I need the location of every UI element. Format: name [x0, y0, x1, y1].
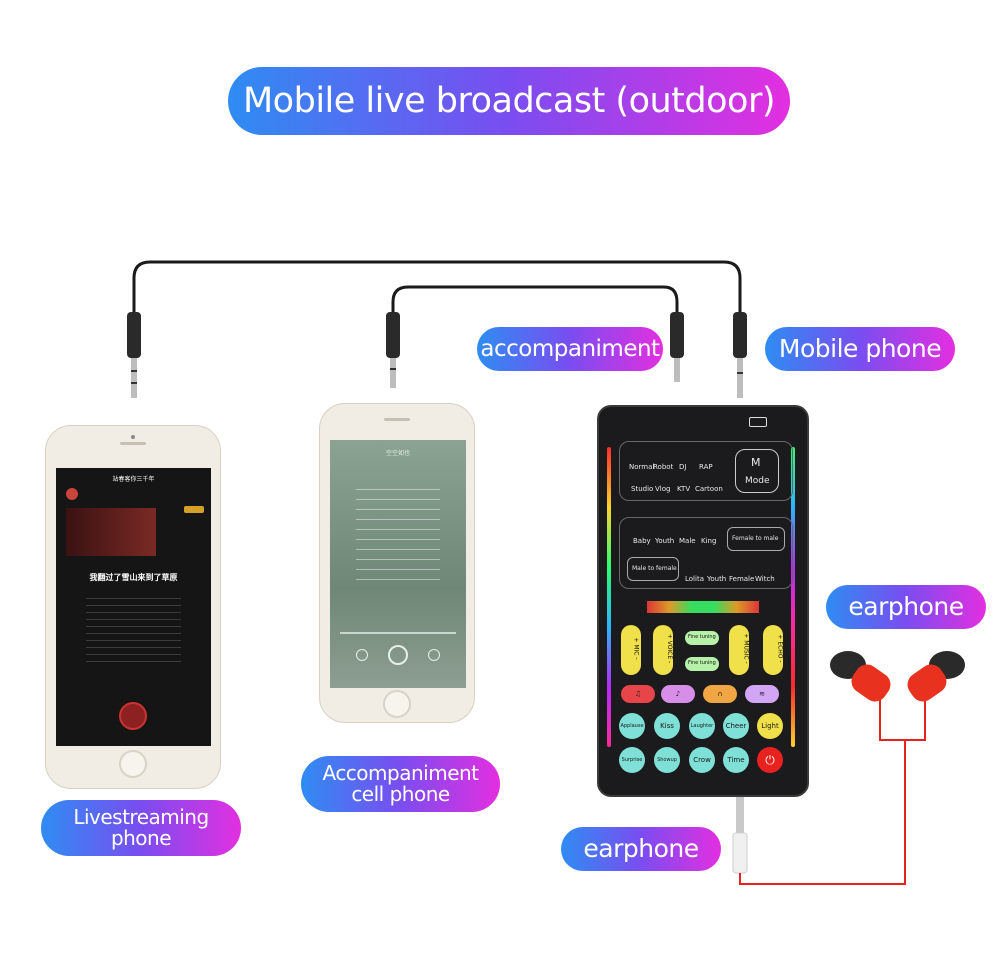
video-thumbnail: [66, 508, 156, 556]
level-meter: [647, 601, 759, 613]
record-button[interactable]: [119, 702, 147, 730]
cable-live-to-mixer: [132, 260, 742, 318]
voice-witch[interactable]: Witch: [755, 575, 775, 583]
page-title: Mobile live broadcast (outdoor): [228, 67, 790, 135]
sound-crow[interactable]: Crow: [689, 747, 715, 773]
fine-tuning-button-2[interactable]: Fine tuning: [685, 657, 719, 671]
power-icon[interactable]: ⏻: [757, 747, 783, 773]
monitor-button[interactable]: ∩: [703, 685, 737, 703]
knob-echo-label: + ECHO -: [776, 634, 784, 663]
effect-rap[interactable]: RAP: [699, 463, 713, 471]
voice-lolita[interactable]: Lolita: [685, 575, 704, 583]
effect-robot[interactable]: Robot: [653, 463, 674, 471]
livestreaming-phone: 站春客你三千年 我翻过了雪山来到了草原: [45, 425, 221, 789]
accompaniment-phone: 空空如也: [319, 403, 475, 723]
home-button[interactable]: [119, 750, 147, 778]
sound-time[interactable]: Time: [723, 747, 749, 773]
effect-studio[interactable]: Studio: [631, 485, 654, 493]
earbud-left: [830, 651, 891, 702]
jack-acc-phone: [386, 312, 400, 388]
sound-applause[interactable]: Applause: [619, 713, 645, 739]
music-note-button[interactable]: ♫: [621, 685, 655, 703]
led-strip-right: [791, 447, 795, 747]
knob-mic-label: + MIC -: [632, 637, 640, 660]
jack-mobile-mixer: [733, 312, 747, 398]
avatar: [66, 488, 78, 500]
earbud-right: [907, 651, 965, 702]
mode-button[interactable]: M Mode: [735, 449, 779, 493]
voice-male[interactable]: Male: [679, 537, 696, 545]
sound-laughter[interactable]: Laughter: [689, 713, 715, 739]
sound-surprise[interactable]: Surprise: [619, 747, 645, 773]
live-lyric-main: 我翻过了雪山来到了草原: [89, 573, 178, 582]
voice-female[interactable]: Female: [729, 575, 755, 583]
effect-panel: [619, 441, 793, 501]
voice-youth-2[interactable]: Youth: [707, 575, 727, 583]
knob-mic[interactable]: + MIC -: [621, 625, 641, 675]
effect-cartoon[interactable]: Cartoon: [695, 485, 723, 493]
earphone-wire: [739, 695, 926, 885]
accompaniment-phone-screen: 空空如也: [330, 440, 466, 688]
effect-dj[interactable]: DJ: [679, 463, 687, 471]
knob-music-label: + MUSIC -: [742, 633, 750, 664]
light-button[interactable]: Light: [757, 713, 783, 739]
effect-normal[interactable]: Normal: [629, 463, 655, 471]
battery-icon: [749, 417, 767, 427]
knob-music[interactable]: + MUSIC -: [729, 625, 750, 675]
jack-acc-mixer: [670, 312, 684, 382]
jack-live: [127, 312, 141, 398]
live-header: 站春客你三千年: [112, 476, 155, 483]
knob-voice-label: + VOICE -: [666, 633, 674, 664]
mode-icon: M: [751, 456, 761, 469]
livestreaming-phone-screen: 站春客你三千年 我翻过了雪山来到了草原: [56, 468, 211, 746]
tone-button[interactable]: ♪: [661, 685, 695, 703]
sound-kiss[interactable]: Kiss: [654, 713, 680, 739]
knob-echo[interactable]: + ECHO -: [763, 625, 784, 675]
label-mobile-phone: Mobile phone: [765, 327, 955, 371]
play-pause-button[interactable]: [388, 645, 408, 665]
sound-card-mixer: Normal Robot DJ RAP Studio Vlog KTV Cart…: [597, 405, 809, 797]
female-to-male-label: Female to male: [732, 535, 779, 542]
prev-button[interactable]: [356, 649, 368, 661]
sound-showup[interactable]: Showup: [654, 747, 680, 773]
label-earphone-right: earphone: [826, 585, 986, 629]
next-button[interactable]: [428, 649, 440, 661]
acc-song-title: 空空如也: [385, 450, 410, 457]
sound-cheer[interactable]: Cheer: [723, 713, 749, 739]
home-button[interactable]: [383, 690, 411, 718]
voice-panel: [619, 517, 793, 589]
effect-vlog[interactable]: Vlog: [655, 485, 671, 493]
male-to-female-button[interactable]: Male to female: [627, 557, 679, 581]
voice-youth[interactable]: Youth: [655, 537, 675, 545]
label-accompaniment: accompaniment: [477, 327, 663, 371]
label-earphone-bottom: earphone: [561, 827, 721, 871]
voice-baby[interactable]: Baby: [633, 537, 651, 545]
female-to-male-button[interactable]: Female to male: [727, 527, 785, 551]
voice-wave-button[interactable]: ≋: [745, 685, 779, 703]
voice-king[interactable]: King: [701, 537, 717, 545]
fine-tuning-button-1[interactable]: Fine tuning: [685, 631, 719, 645]
knob-voice[interactable]: + VOICE -: [653, 625, 673, 675]
fine-tuning-label-2: Fine tuning: [688, 660, 716, 666]
mode-label: Mode: [745, 476, 770, 486]
fine-tuning-label-1: Fine tuning: [688, 634, 716, 640]
cable-acc-to-mixer: [391, 285, 679, 318]
led-strip-left: [607, 447, 611, 747]
male-to-female-label: Male to female: [632, 565, 677, 572]
effect-ktv[interactable]: KTV: [677, 485, 691, 493]
